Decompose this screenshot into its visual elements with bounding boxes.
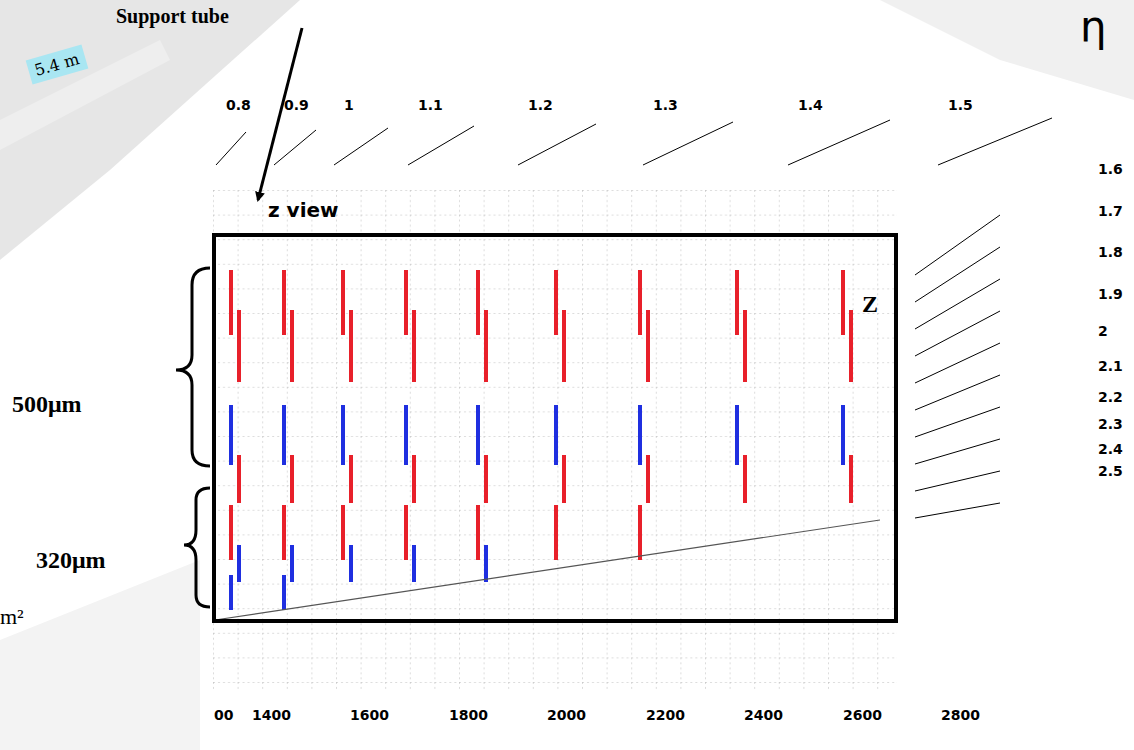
frame <box>214 235 896 621</box>
axis-tick: 2600 <box>843 708 882 722</box>
eta-value: 1.2 <box>528 98 553 112</box>
axis-tick: 1600 <box>350 708 389 722</box>
acceptance-line <box>215 520 880 620</box>
eta-value: 2 <box>1098 324 1108 338</box>
eta-value: 0.8 <box>226 98 251 112</box>
eta-value: 1.9 <box>1098 287 1123 301</box>
eta-value: 2.4 <box>1098 442 1123 456</box>
axis-tick: 2200 <box>646 708 685 722</box>
label: 320μm <box>36 548 106 572</box>
part-name: Support tube <box>116 6 229 26</box>
eta-value: 0.9 <box>284 98 309 112</box>
pointer-arrow <box>258 28 302 200</box>
axis-tick: 1800 <box>449 708 488 722</box>
axis-tick: 1400 <box>252 708 291 722</box>
eta-value: 1 <box>344 98 354 112</box>
axis-tick: 2400 <box>744 708 783 722</box>
silicon-modules <box>231 270 851 610</box>
brace <box>176 268 210 466</box>
label: m² <box>0 606 24 628</box>
eta-value: 2.5 <box>1098 464 1123 478</box>
label: 500μm <box>12 392 82 416</box>
eta-value: 2.1 <box>1098 359 1123 373</box>
eta-value: 1.6 <box>1098 162 1123 176</box>
eta-value: 1.3 <box>653 98 678 112</box>
grid <box>213 190 897 690</box>
eta-value: 2.3 <box>1098 417 1123 431</box>
eta-value: 2.2 <box>1098 390 1123 404</box>
label: z view <box>268 200 339 220</box>
eta-lines <box>216 118 1052 518</box>
eta-value: 1.7 <box>1098 204 1123 218</box>
eta-value: 1.8 <box>1098 245 1123 259</box>
eta-value: 1.4 <box>798 98 823 112</box>
brace <box>184 488 210 607</box>
axis-tick: 2800 <box>941 708 980 722</box>
eta-value: η <box>1080 6 1107 48</box>
axis-tick: 00 <box>214 708 233 722</box>
eta-value: 1.5 <box>948 98 973 112</box>
axis-tick: 2000 <box>547 708 586 722</box>
label: Z <box>862 292 878 316</box>
eta-value: 1.1 <box>418 98 443 112</box>
